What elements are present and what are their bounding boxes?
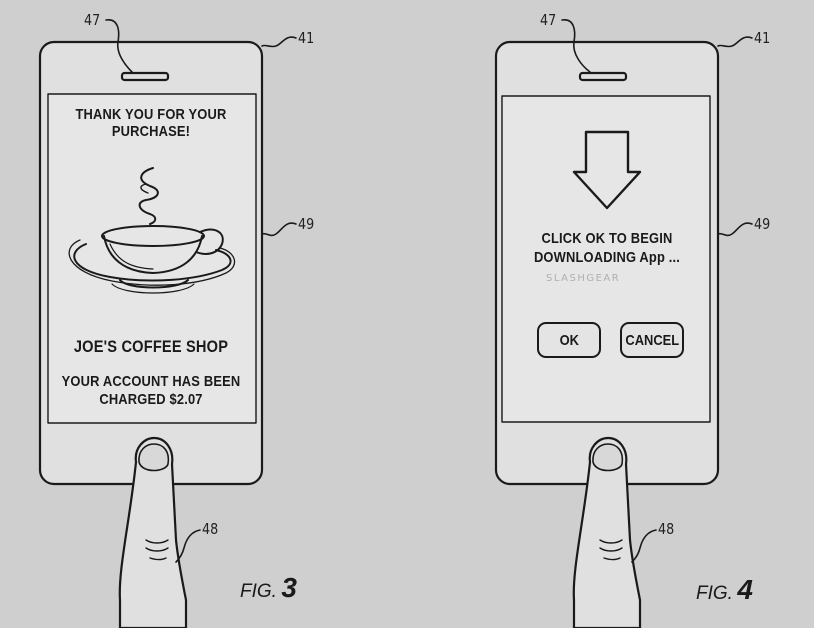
fig3-device	[38, 40, 264, 486]
cancel-button[interactable]: CANCEL	[620, 322, 684, 358]
fig3-label-number: 3	[281, 572, 297, 603]
fig3-ref-finger: 48	[202, 520, 219, 538]
fig4-label-number: 4	[737, 574, 753, 605]
fig4-ref-device: 41	[754, 29, 771, 47]
coffee-cup-icon	[68, 167, 236, 294]
fig4-ref-speaker: 47	[540, 11, 557, 29]
fig4-leader-lines	[561, 19, 753, 563]
fig3-screen	[47, 93, 257, 424]
fig4-ref-finger: 48	[658, 520, 675, 538]
fig3-leader-lines	[105, 19, 297, 563]
fig3-charge-line2: CHARGED $2.07	[99, 391, 203, 408]
fig4-label-prefix: FIG.	[696, 583, 733, 604]
fig4-message-line1: CLICK OK TO BEGIN	[541, 230, 673, 247]
fig3-finger	[118, 436, 188, 628]
fig4-finger	[572, 436, 642, 628]
fig4-ref-screen: 49	[754, 215, 771, 233]
fig4-message-line2: DOWNLOADING App ...	[533, 249, 681, 266]
cancel-button-label: CANCEL	[625, 331, 679, 349]
fig4-speaker	[578, 71, 628, 82]
fig4-label: FIG. 4	[696, 574, 753, 606]
ok-button-label: OK	[559, 331, 579, 349]
fig3-charge-line1: YOUR ACCOUNT HAS BEEN	[61, 373, 241, 390]
download-arrow-icon	[572, 130, 642, 210]
fig3-heading: THANK YOU FOR YOUR PURCHASE!	[75, 106, 227, 140]
fig3-label-prefix: FIG.	[240, 581, 277, 602]
fig3-ref-screen: 49	[298, 215, 315, 233]
fig3-speaker	[120, 71, 170, 82]
fig3-label: FIG. 3	[240, 572, 297, 604]
fig3-ref-speaker: 47	[84, 11, 101, 29]
fig3-ref-device: 41	[298, 29, 315, 47]
fig3-merchant-name: JOE'S COFFEE SHOP	[73, 337, 229, 356]
ok-button[interactable]: OK	[537, 322, 601, 358]
watermark: SLASHGEAR	[546, 273, 621, 284]
